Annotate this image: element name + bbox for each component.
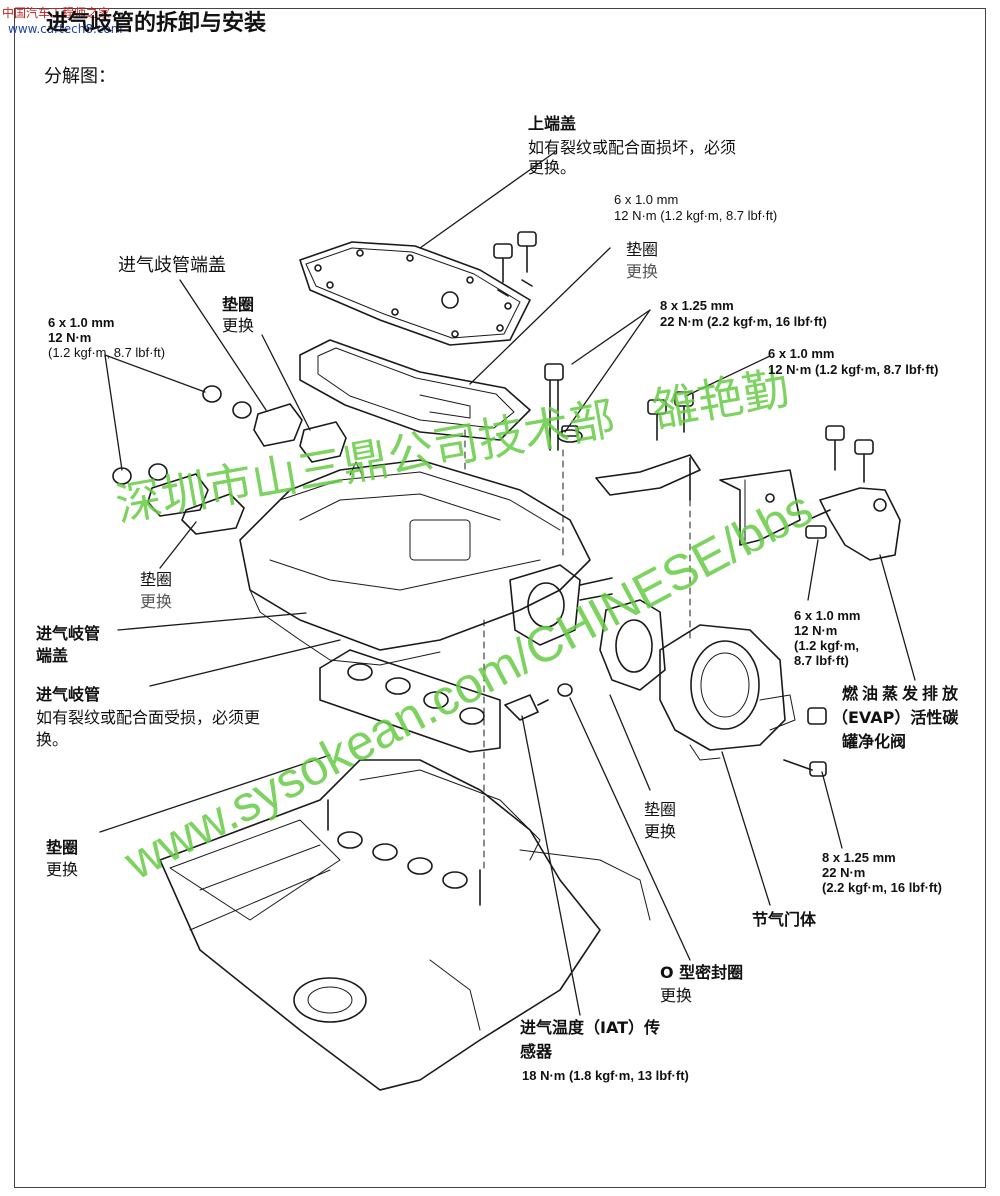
- label-replace-throttle: 更换: [644, 822, 677, 841]
- spec-top-bolt-size: 6 x 1.0 mm: [614, 192, 679, 207]
- top-bolts: [493, 231, 537, 297]
- page-frame: [14, 8, 986, 1188]
- spec-long-bolt-size: 8 x 1.25 mm: [660, 298, 734, 313]
- leader-lines: [99, 151, 916, 1016]
- throttle-bolts: [783, 707, 827, 777]
- throttle-gasket: [599, 599, 666, 691]
- label-replace-lower: 更换: [46, 860, 79, 879]
- spec-tb-bolt-size: 8 x 1.25 mm: [822, 850, 896, 865]
- label-end-cover-left-2: 端盖: [36, 646, 69, 665]
- evap-bracket: [719, 469, 801, 546]
- label-gasket-end: 垫圈: [222, 295, 255, 314]
- evap-valve: [805, 487, 901, 561]
- throttle-spacer: [509, 564, 613, 646]
- evap-bolts: [825, 425, 874, 483]
- label-upper-cover-note1: 如有裂纹或配合面损坏，必须: [528, 138, 737, 157]
- label-manifold-note2: 换。: [36, 730, 69, 749]
- label-evap-1: 燃油蒸发排放: [842, 684, 963, 703]
- guide-lines: [464, 429, 691, 871]
- engine-block: [159, 759, 651, 1091]
- spec-tb-bolt-nm: 22 N·m: [822, 865, 866, 880]
- label-replace-upper: 更换: [626, 262, 659, 281]
- spec-left-bolt-size: 6 x 1.0 mm: [48, 315, 115, 330]
- label-replace-left: 更换: [140, 592, 173, 611]
- site-name: 中国汽车工程师之家: [2, 6, 111, 20]
- label-evap-3: 罐净化阀: [842, 732, 907, 751]
- spec-evap-bolt-size: 6 x 1.0 mm: [794, 608, 861, 623]
- spec-left-bolt-nm: 12 N·m: [48, 330, 92, 345]
- lower-gasket: [319, 649, 501, 753]
- label-upper-cover: 上端盖: [528, 114, 577, 133]
- spec-right-bolt-size: 6 x 1.0 mm: [768, 346, 835, 361]
- spec-tb-bolt-kgf: (2.2 kgf·m, 16 lbf·ft): [822, 880, 942, 895]
- left-end-cover-parts: [112, 385, 347, 535]
- label-gasket-upper: 垫圈: [626, 240, 659, 259]
- spec-left-bolt-kgf: (1.2 kgf·m, 8.7 lbf·ft): [48, 345, 166, 360]
- label-iat-2: 感器: [520, 1042, 553, 1061]
- right-small-bolts: [647, 391, 694, 441]
- label-throttle-body: 节气门体: [752, 910, 817, 929]
- upper-gasket: [299, 339, 531, 441]
- label-replace-end: 更换: [222, 316, 255, 335]
- label-evap-2: （EVAP）活性碳: [832, 708, 959, 727]
- label-replace-oring: 更换: [660, 986, 693, 1005]
- spec-right-bolt-torque: 12 N·m (1.2 kgf·m, 8.7 lbf·ft): [768, 362, 939, 377]
- label-gasket-throttle: 垫圈: [644, 800, 677, 819]
- label-manifold: 进气岐管: [36, 685, 101, 704]
- label-manifold-note1: 如有裂纹或配合面受损，必须更: [36, 708, 261, 727]
- intake-manifold-body: [239, 459, 591, 666]
- label-gasket-left: 垫圈: [140, 570, 173, 589]
- label-oring: O 型密封圈: [660, 963, 744, 982]
- page-title: 进气歧管的拆卸与安装: [46, 11, 267, 36]
- long-bolt: [544, 363, 583, 451]
- spec-evap-bolt-lbf: 8.7 lbf·ft): [794, 653, 849, 668]
- label-iat-1: 进气温度（IAT）传: [520, 1018, 661, 1037]
- iat-sensor: [504, 683, 573, 721]
- spec-evap-bolt-kgf: (1.2 kgf·m,: [794, 638, 860, 653]
- label-end-cover-top: 进气歧管端盖: [118, 255, 226, 276]
- label-gasket-lower: 垫圈: [46, 838, 79, 857]
- page-subtitle: 分解图：: [44, 66, 116, 87]
- bracket: [595, 454, 701, 501]
- throttle-body: [659, 624, 796, 761]
- spec-evap-bolt-nm: 12 N·m: [794, 623, 838, 638]
- label-end-cover-left-1: 进气岐管: [36, 624, 101, 643]
- upper-cover: [299, 241, 531, 346]
- spec-top-bolt-torque: 12 N·m (1.2 kgf·m, 8.7 lbf·ft): [614, 208, 778, 223]
- site-url: www.cartech8.com: [8, 22, 123, 36]
- spec-iat-torque: 18 N·m (1.8 kgf·m, 13 lbf·ft): [522, 1068, 689, 1083]
- label-upper-cover-note2: 更换。: [528, 158, 577, 177]
- spec-long-bolt-torque: 22 N·m (2.2 kgf·m, 16 lbf·ft): [660, 314, 827, 329]
